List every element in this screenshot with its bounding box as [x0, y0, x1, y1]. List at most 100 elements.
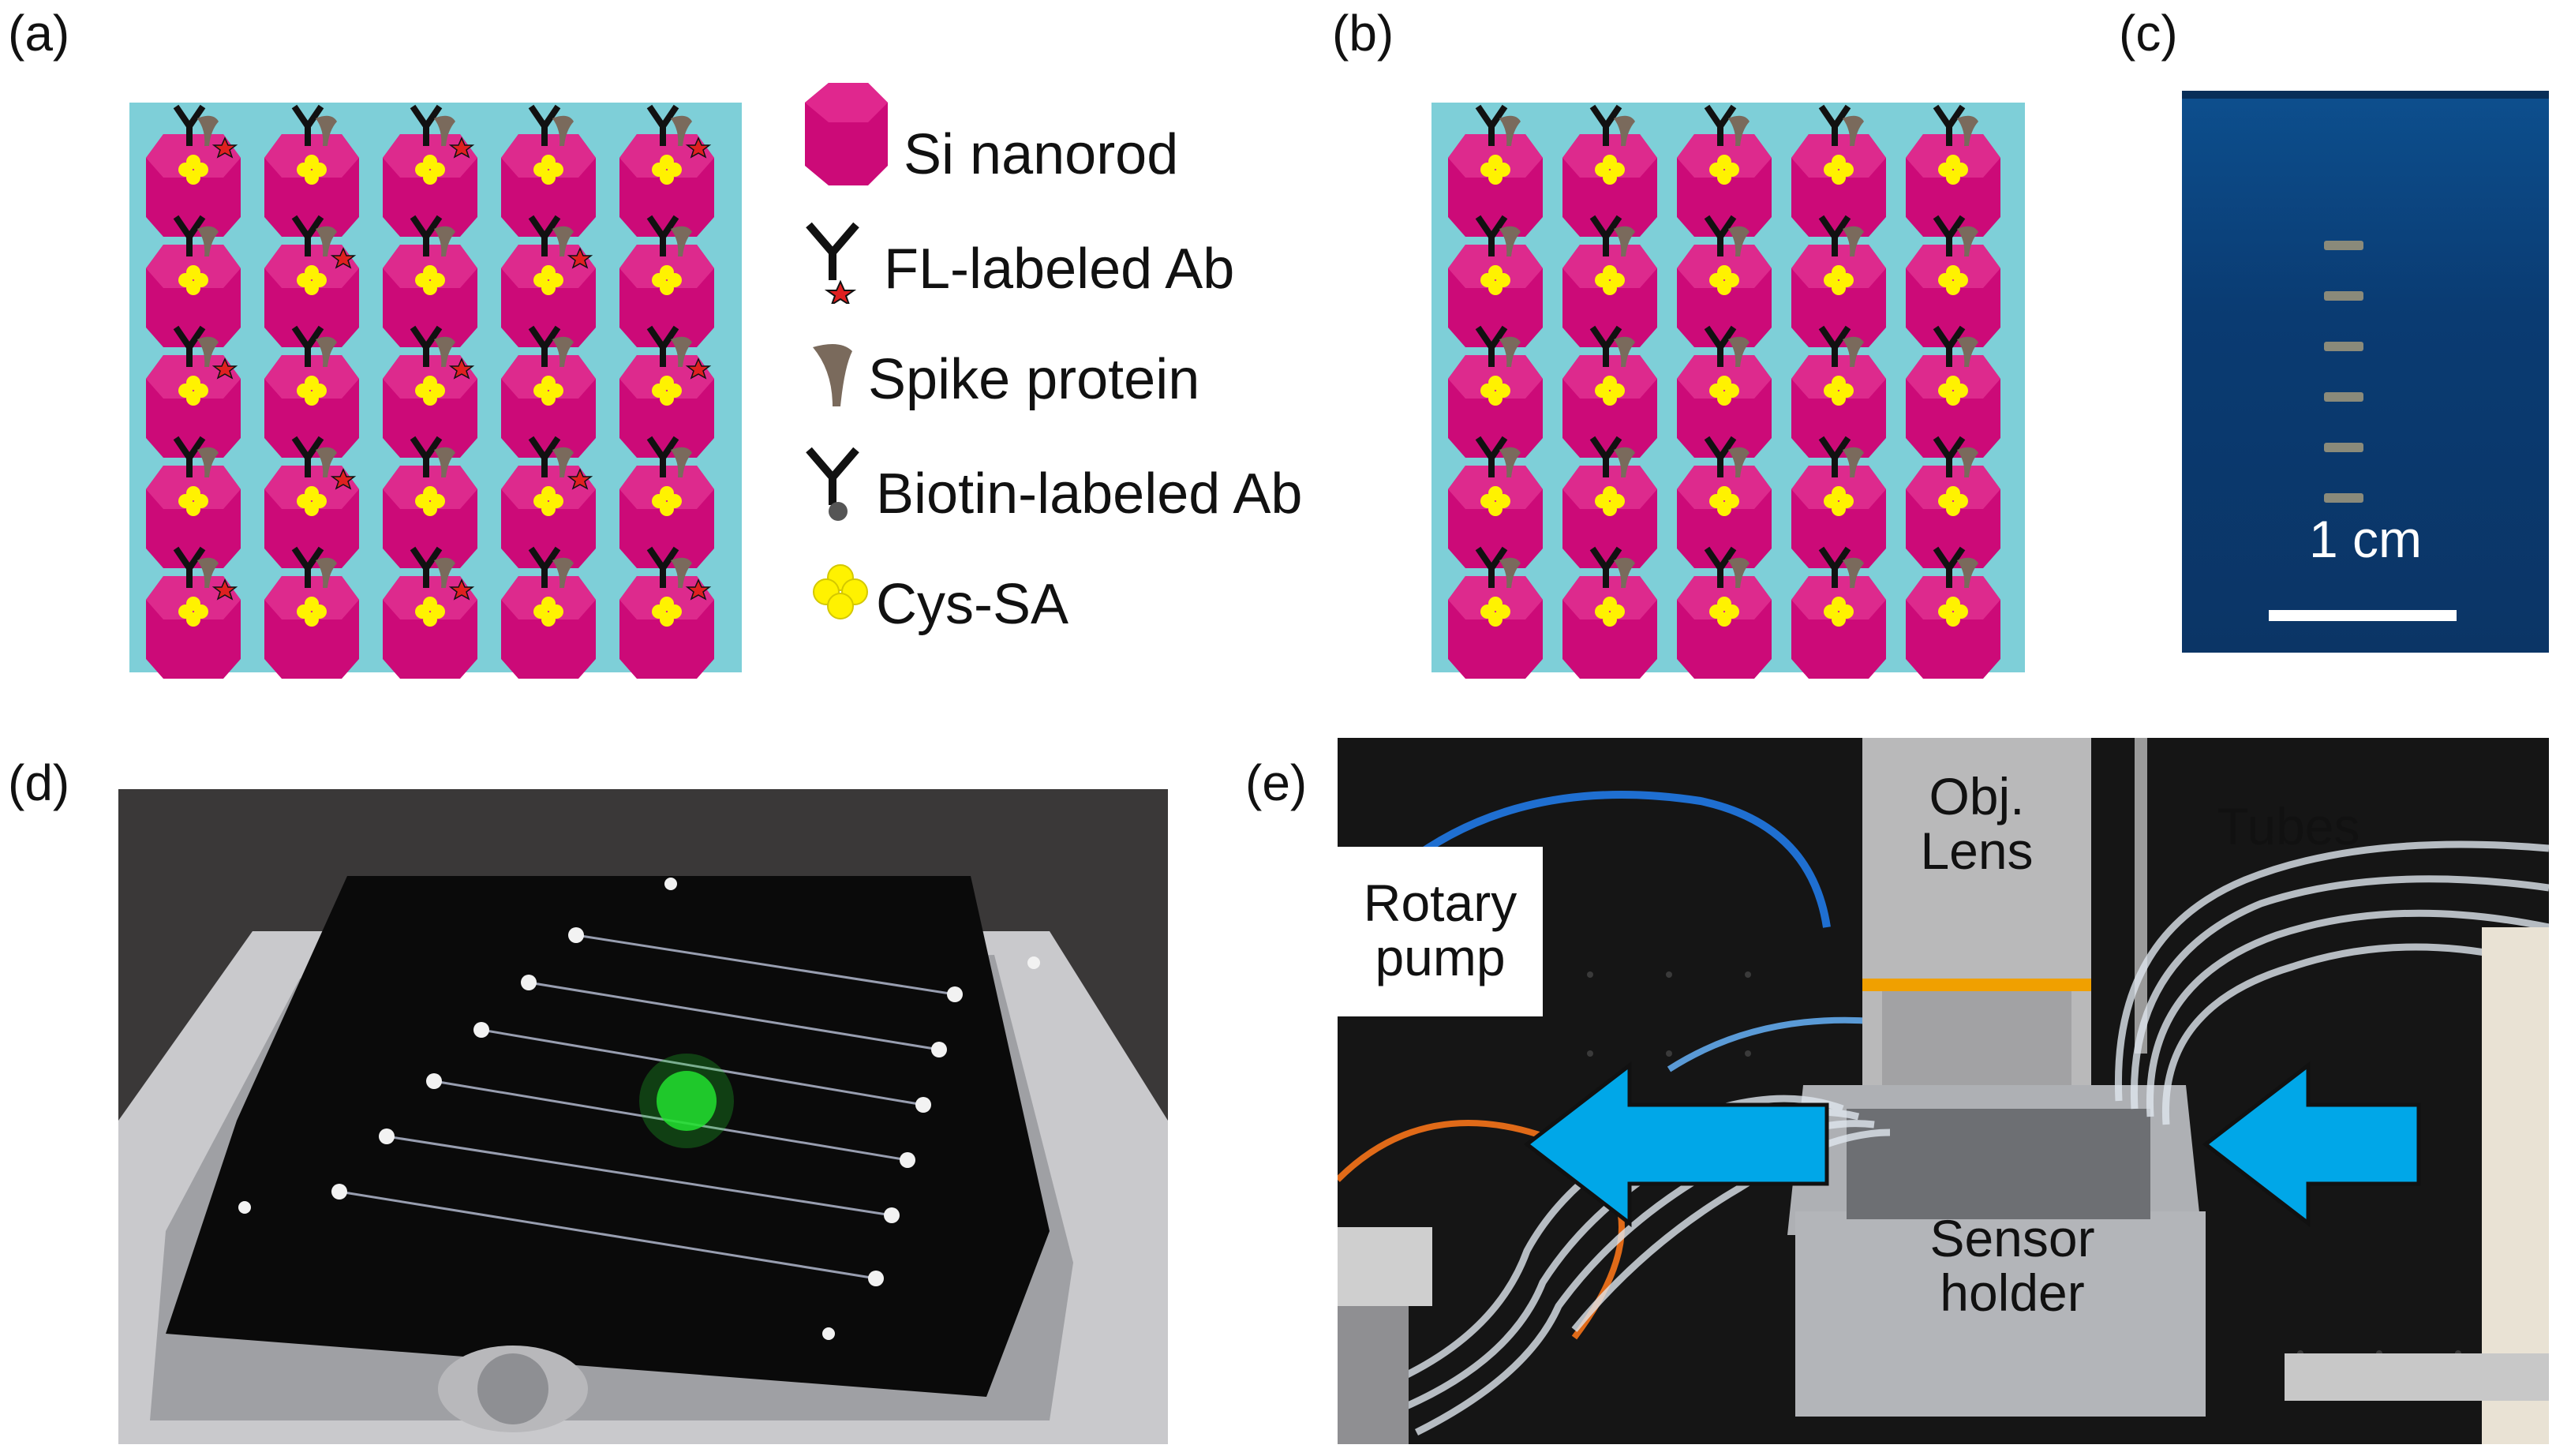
cys-sa	[178, 597, 208, 627]
spike-protein	[434, 115, 455, 146]
spike-protein	[1499, 115, 1521, 146]
cys-sa	[533, 155, 563, 185]
nanorod	[1791, 134, 1886, 237]
spike-protein	[1728, 115, 1750, 146]
cys-sa	[1480, 265, 1510, 295]
sensor-line1: Sensor	[1929, 1209, 2095, 1267]
spike-protein	[1728, 447, 1750, 477]
biotin-antibody	[1818, 436, 1851, 477]
cys-sa	[1480, 155, 1510, 185]
cys-sa	[1595, 265, 1625, 295]
spike-protein	[434, 447, 455, 477]
spike-protein	[197, 447, 219, 477]
fl-label	[211, 578, 238, 601]
spike-protein	[434, 336, 455, 367]
objective-line2: Lens	[1920, 822, 2034, 881]
cys-sa	[1480, 486, 1510, 516]
nanorod	[619, 466, 714, 568]
cys-sa	[178, 265, 208, 295]
biotin-antibody	[1933, 104, 1966, 146]
cys-sa-icon	[813, 564, 868, 619]
fl-label	[685, 578, 712, 601]
biotin-antibody	[1475, 215, 1508, 256]
biotin-antibody	[646, 325, 679, 367]
cys-sa	[1938, 376, 1968, 406]
cys-sa	[652, 486, 682, 516]
biotin-antibody	[528, 436, 561, 477]
cys-sa	[297, 597, 327, 627]
nanorod	[619, 245, 714, 347]
spike-protein	[1957, 226, 1978, 256]
cys-sa	[1824, 265, 1854, 295]
nanorod	[1562, 355, 1657, 458]
spike-protein	[1614, 557, 1635, 588]
biotin-antibody	[1475, 436, 1508, 477]
nanorod	[1562, 245, 1657, 347]
biotin-antibody	[1589, 215, 1622, 256]
biotin-antibody	[1704, 546, 1737, 588]
biotin-antibody	[291, 215, 324, 256]
biotin-antibody	[1818, 325, 1851, 367]
spike-protein	[552, 336, 574, 367]
biotin-antibody	[291, 436, 324, 477]
nanorod	[1906, 466, 2000, 568]
cys-sa	[1595, 155, 1625, 185]
panel-c-letter: (c)	[2119, 5, 2178, 62]
cys-sa	[1480, 376, 1510, 406]
spike-protein	[1843, 557, 1864, 588]
panel-a-schematic	[129, 103, 742, 679]
cys-sa	[533, 486, 563, 516]
biotin-antibody	[1933, 436, 1966, 477]
nanorod	[1448, 134, 1543, 237]
spike-protein	[1499, 336, 1521, 367]
nanorod	[383, 245, 477, 347]
sensor-chip	[166, 876, 1050, 1397]
spike-protein	[552, 447, 574, 477]
biotin-antibody	[173, 215, 206, 256]
spike-protein	[434, 226, 455, 256]
panel-d-letter: (d)	[8, 754, 70, 811]
cys-sa	[178, 376, 208, 406]
spike-protein	[197, 557, 219, 588]
spike-protein	[1843, 226, 1864, 256]
biotin-antibody	[528, 325, 561, 367]
spike-protein	[1614, 447, 1635, 477]
sensor-chip-photo: 1 cm	[2182, 91, 2549, 653]
cys-sa	[652, 376, 682, 406]
spike-protein	[316, 226, 337, 256]
cys-sa	[1824, 155, 1854, 185]
cys-sa	[1938, 597, 1968, 627]
sensor-in-holder-photo	[118, 789, 1168, 1444]
cys-sa	[652, 155, 682, 185]
biotin-antibody	[646, 436, 679, 477]
nanorod	[146, 466, 241, 568]
spike-protein	[671, 115, 692, 146]
biotin-antibody	[1933, 325, 1966, 367]
biotin-antibody	[1818, 546, 1851, 588]
nanorod	[1791, 245, 1886, 347]
nanorod	[1677, 576, 1772, 679]
biotin-antibody	[410, 546, 443, 588]
cys-sa	[1938, 155, 1968, 185]
cys-sa	[1938, 265, 1968, 295]
fl-label	[330, 468, 357, 490]
scale-bar-label: 1 cm	[2308, 510, 2423, 568]
sensor-channel-mark	[2324, 291, 2363, 301]
fl-label	[567, 468, 593, 490]
biotin-antibody	[173, 546, 206, 588]
fl-label	[330, 247, 357, 269]
biotin-antibody	[1933, 546, 1966, 588]
nanorod	[501, 355, 596, 458]
cys-sa	[1938, 486, 1968, 516]
rotary-pump-label: Rotary pump	[1338, 875, 1543, 986]
biotin-antibody	[1475, 546, 1508, 588]
nanorod	[1791, 466, 1886, 568]
nanorod-icon	[805, 83, 888, 185]
biotin-antibody	[1589, 325, 1622, 367]
nanorod	[264, 576, 359, 679]
spike-protein	[552, 557, 574, 588]
spike-protein	[671, 336, 692, 367]
nanorod	[1677, 355, 1772, 458]
biotin-antibody	[1589, 436, 1622, 477]
cys-sa	[533, 597, 563, 627]
